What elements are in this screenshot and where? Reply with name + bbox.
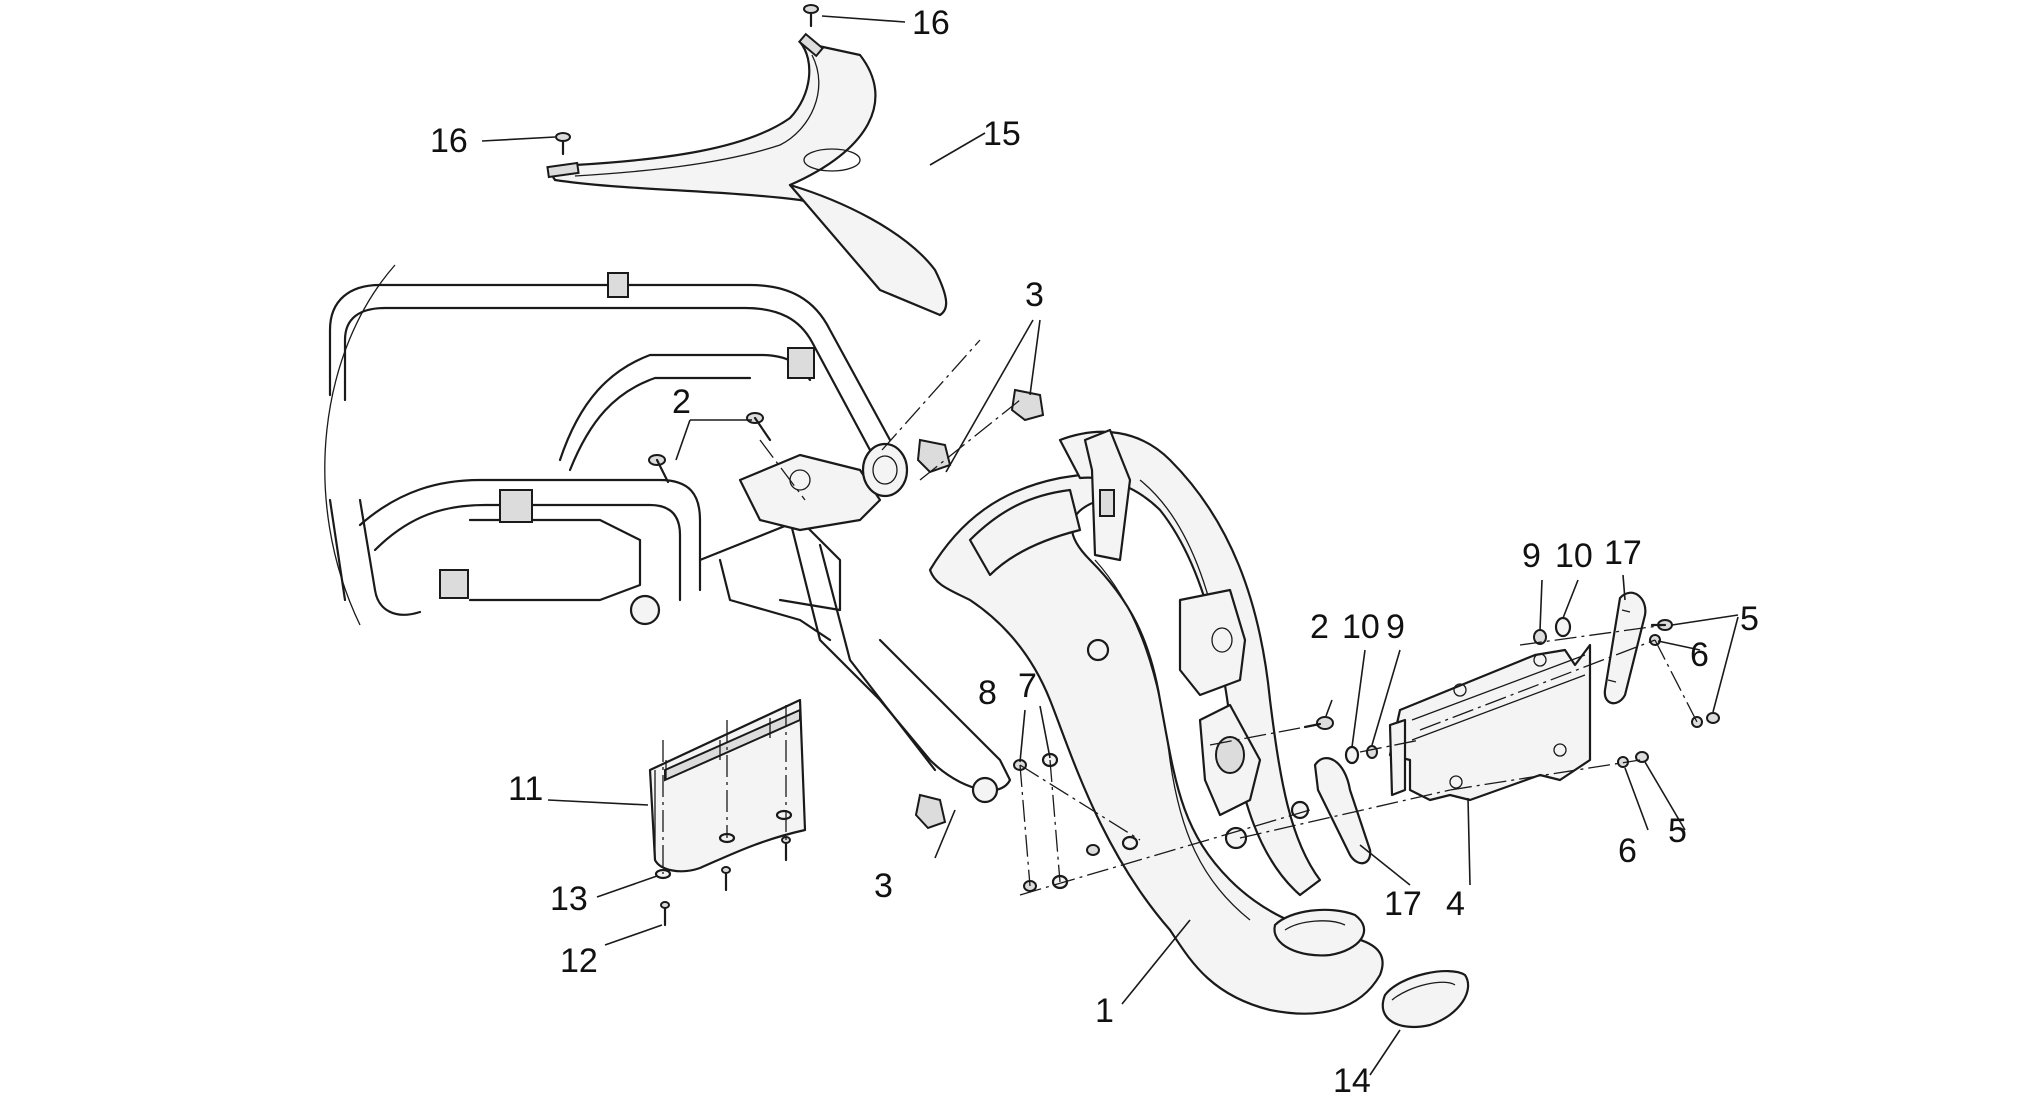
callout-12: 12 [560,942,598,980]
clip-nut-3-a [916,438,952,474]
callout-10-mid: 10 [1342,608,1380,646]
part-15-cover [546,32,948,317]
callout-14: 14 [1333,1062,1371,1096]
leader-lines [481,15,1739,1076]
callout-2-frame: 2 [672,383,691,421]
part-17-reflector-upper [1603,591,1647,705]
callout-10-right: 10 [1555,537,1593,575]
part-11-mud-flap [648,698,807,873]
callout-9-mid: 9 [1386,608,1405,646]
callout-4: 4 [1446,885,1465,923]
assembly-centerlines [662,339,1698,896]
part-4-plate-holder [1388,643,1592,802]
callout-17-lower: 17 [1384,885,1422,923]
callout-15: 15 [983,115,1021,153]
callout-3-top: 3 [1025,276,1044,314]
callout-5-lower: 5 [1668,812,1687,850]
nut-6-lower [1691,716,1703,728]
screw-16-top [803,4,819,28]
callout-13: 13 [550,880,588,918]
callout-11: 11 [508,770,543,808]
screw-16-left [555,132,571,156]
clip-nut-3-c [914,793,947,830]
clip-nut-3-b [1010,388,1045,422]
callout-7: 7 [1018,667,1037,705]
callout-16-left: 16 [430,122,468,160]
screw-5-lower [1706,712,1720,724]
bolt-2-lower [648,454,670,484]
callout-labels: 16 16 15 3 2 3 8 7 2 10 9 9 10 17 5 6 6 … [430,4,1759,1096]
callout-1: 1 [1095,992,1114,1030]
washer-10-mid [1344,745,1360,765]
callout-6-lower: 6 [1618,832,1637,870]
callout-6-upper: 6 [1690,636,1709,674]
bolt-2-mudguard [1303,716,1334,730]
part-14-reflector [1381,970,1470,1029]
screws-12 [660,836,791,927]
rear-frame [324,264,1012,804]
callout-2-mudguard: 2 [1310,608,1329,646]
callout-16-top: 16 [912,4,950,42]
part-1-rear-mudguard [928,428,1384,1015]
callout-3-bottom: 3 [874,867,893,905]
callout-9-right: 9 [1522,537,1541,575]
callout-8: 8 [978,674,997,712]
part-17-reflector-lower [1313,757,1372,865]
callout-5-upper: 5 [1740,600,1759,638]
washer-9-mid [1366,745,1378,759]
bolt-2-upper [746,412,772,442]
washer-10-right [1554,616,1572,638]
callout-17-upper: 17 [1604,534,1642,572]
